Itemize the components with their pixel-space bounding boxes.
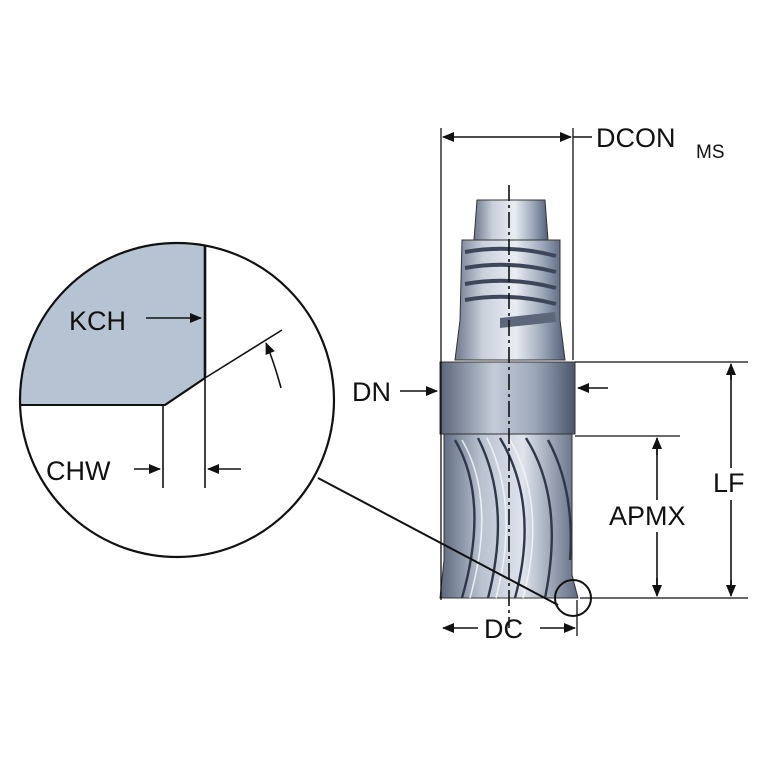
detail-view: KCH CHW [18, 241, 336, 559]
thread-grooves [464, 246, 557, 306]
dn-dimension: DN [352, 377, 608, 407]
flutes [453, 437, 572, 599]
detail-leader-line [317, 477, 559, 606]
chw-label: CHW [46, 456, 111, 486]
kch-angle-arc [265, 342, 282, 389]
collar [439, 361, 576, 435]
lf-label: LF [713, 468, 745, 498]
dcon-subscript: MS [696, 142, 725, 163]
kch-label: KCH [69, 306, 126, 336]
detail-circle [18, 241, 336, 559]
apmx-dimension: APMX [575, 435, 686, 597]
kch-angle-line [204, 329, 283, 379]
dcon-dimension: DCON MS [440, 123, 725, 600]
dcon-label: DCON [596, 123, 676, 153]
detail-marker-circle [554, 579, 592, 617]
shank-top [473, 199, 549, 241]
flute-highlights [461, 437, 534, 599]
shank-slot [500, 312, 556, 328]
apmx-label: APMX [609, 501, 686, 531]
lf-dimension: LF [575, 361, 748, 599]
dn-label: DN [352, 377, 391, 407]
dc-dimension: DC [442, 600, 578, 644]
dc-label: DC [484, 614, 523, 644]
